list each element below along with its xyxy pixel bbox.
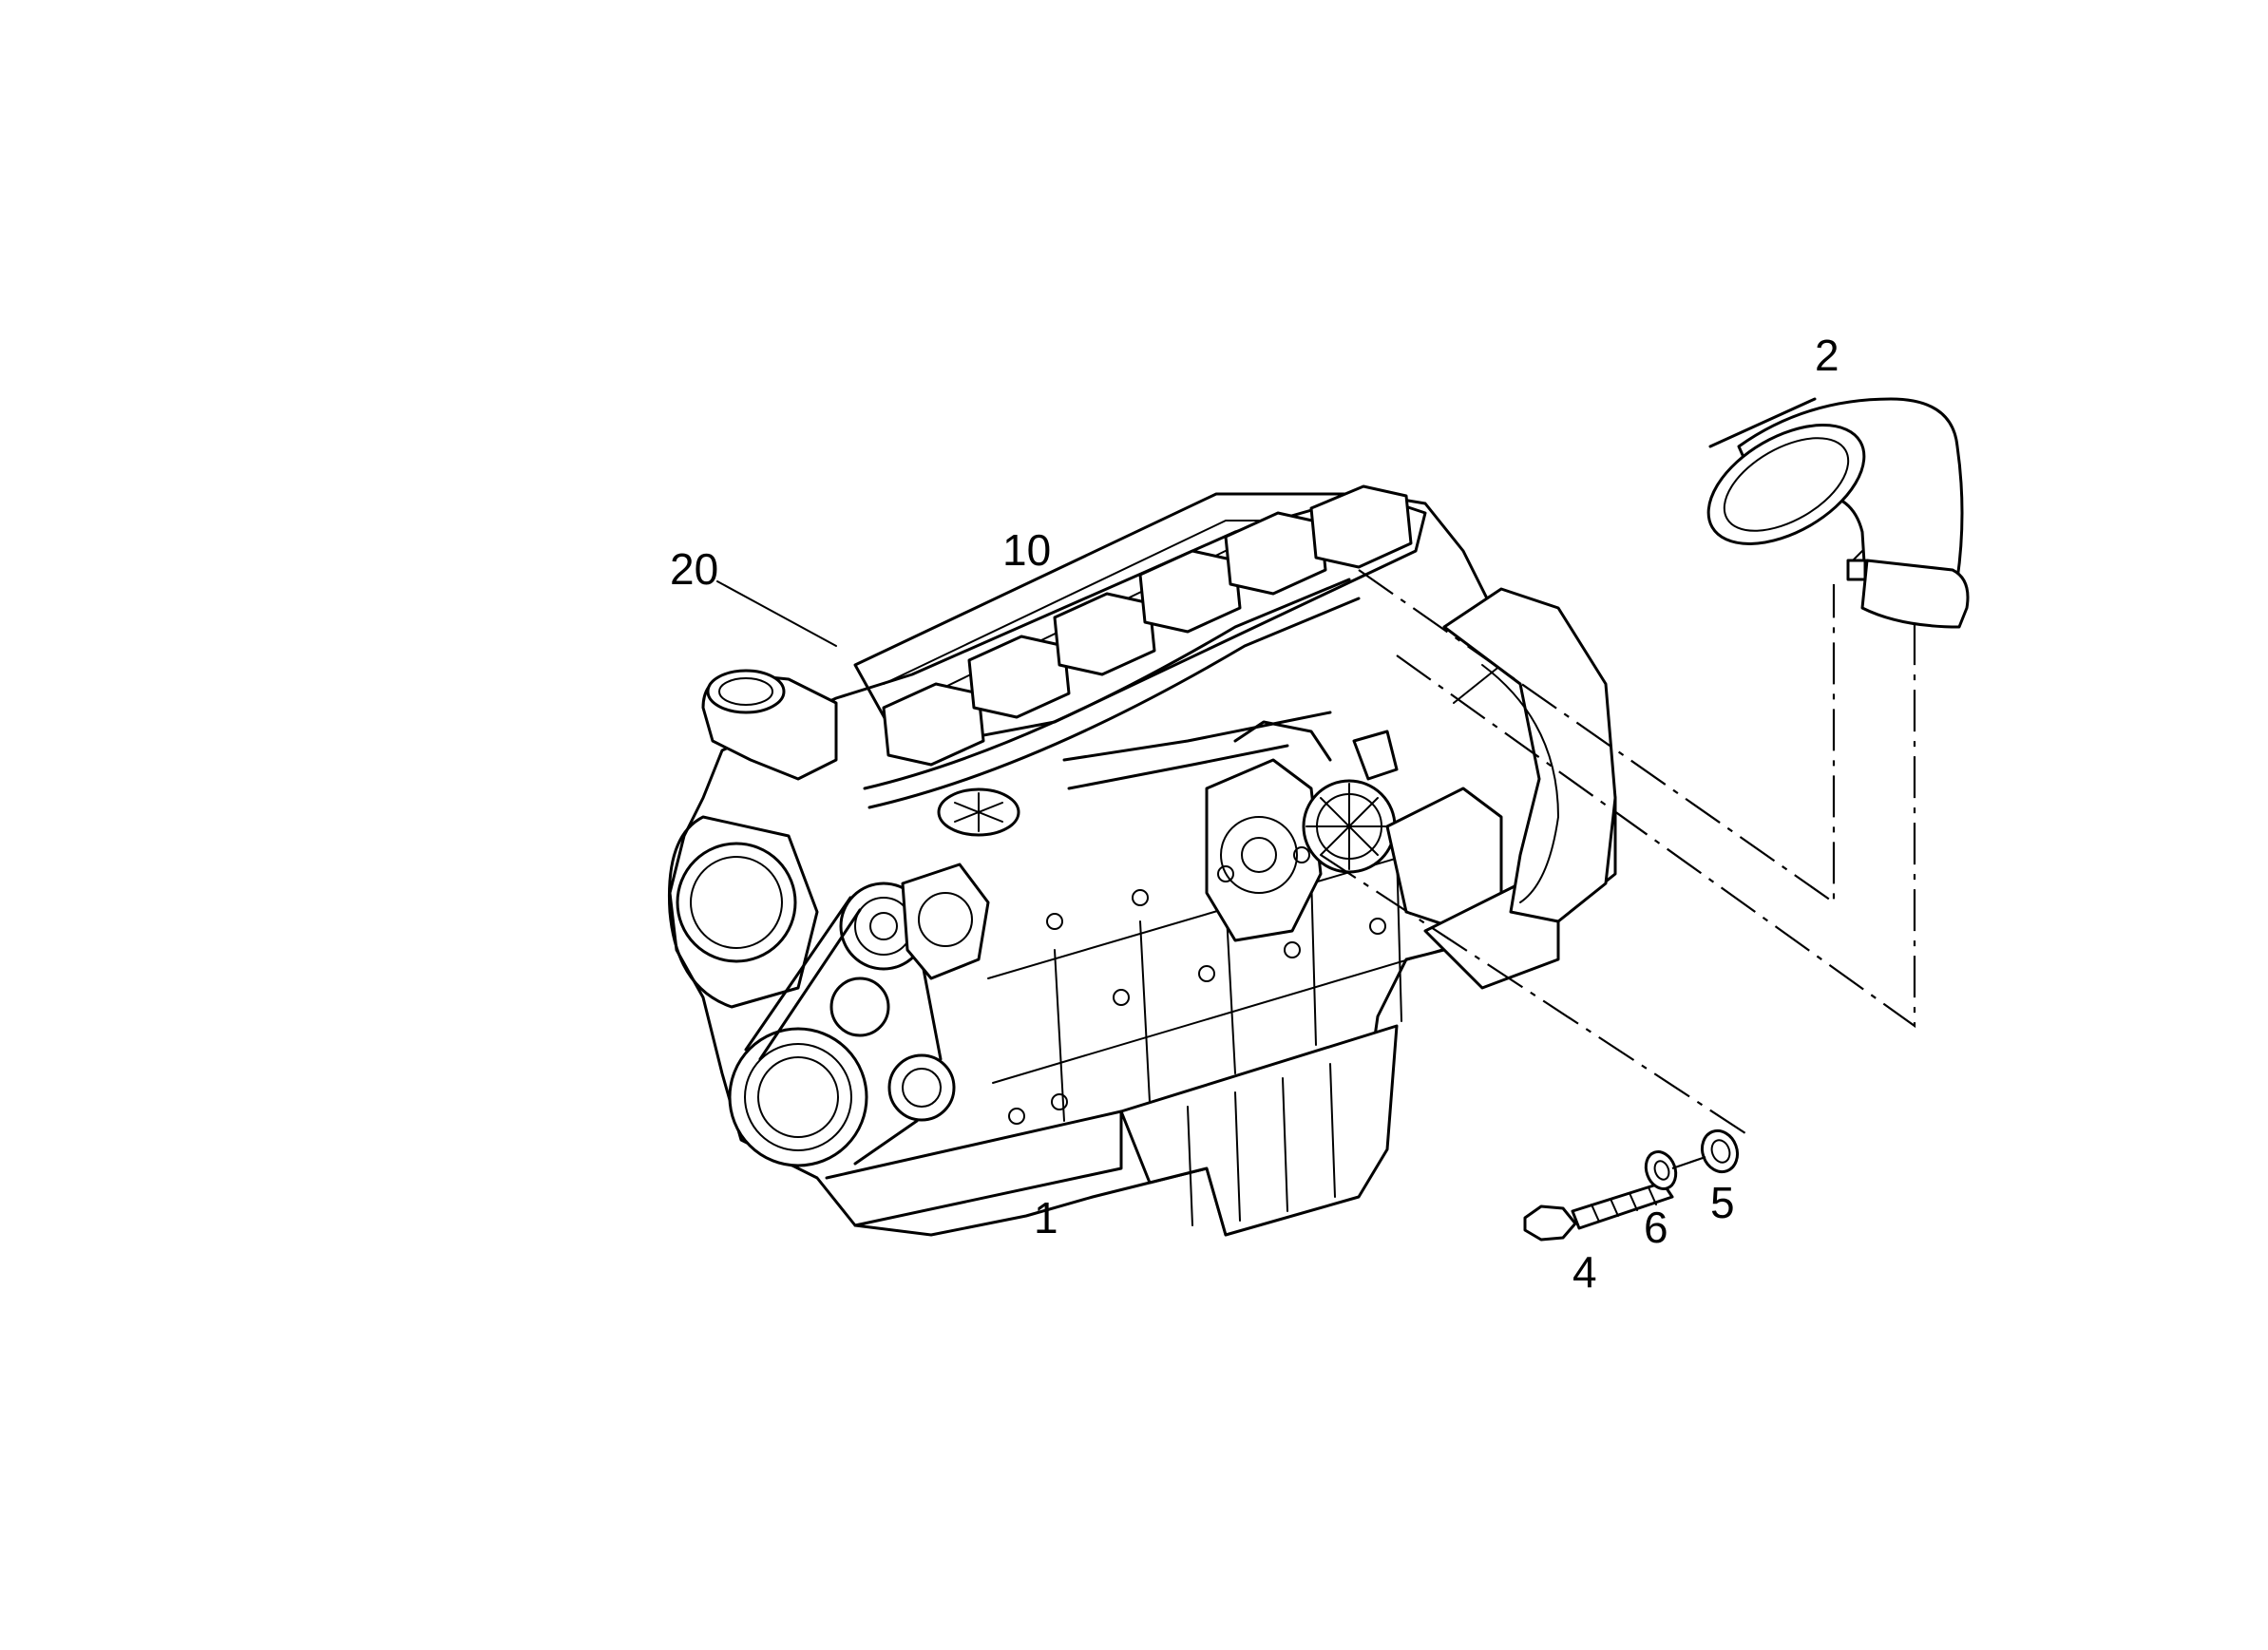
callout-6: 6	[1644, 1203, 1668, 1252]
callout-2: 2	[1815, 331, 1839, 380]
intake-elbow-hose-part	[1706, 397, 1970, 629]
callout-20: 20	[670, 544, 718, 594]
turbocharger	[1205, 720, 1399, 942]
bolt-part	[1523, 1181, 1674, 1242]
callout-5: 5	[1710, 1178, 1735, 1227]
callout-labels: 1 2 4 5 6 10 20	[670, 331, 1839, 1297]
block-bolts	[1008, 846, 1386, 1125]
ignition-coil-row	[882, 484, 1413, 767]
engine-block-illustration	[667, 484, 1617, 1237]
washer-part-5	[1700, 1128, 1740, 1174]
callout-4: 4	[1572, 1247, 1597, 1297]
washer-part-6	[1644, 1150, 1678, 1190]
callout-1: 1	[1034, 1193, 1058, 1242]
callout-10: 10	[1002, 525, 1051, 575]
assembly-center-lines	[716, 569, 1916, 1170]
